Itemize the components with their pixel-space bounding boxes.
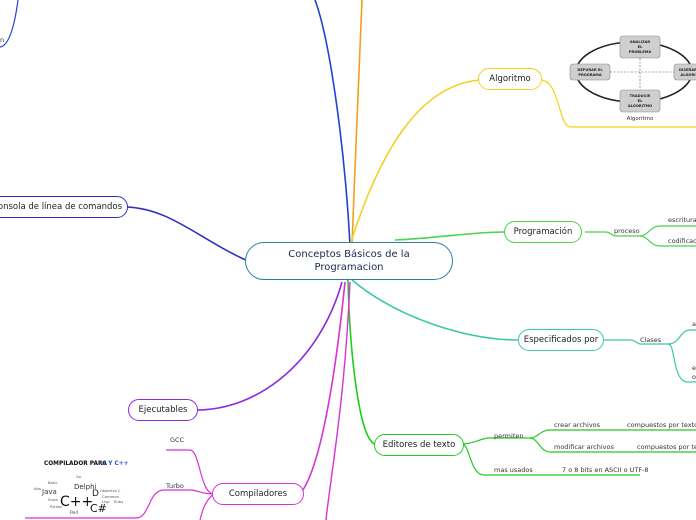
central-topic[interactable]: Conceptos Básicos de la Programacion bbox=[245, 242, 453, 280]
connector-algoritmo bbox=[349, 79, 481, 246]
connector-modificar bbox=[529, 437, 615, 453]
connector-codificacion bbox=[639, 235, 696, 247]
connector-ejecutables bbox=[195, 281, 343, 411]
connector-topleft bbox=[0, 0, 19, 48]
connector-clases bbox=[602, 339, 668, 345]
wordcloud-lisp: Lisp bbox=[102, 499, 110, 504]
diagram-analizar-line1: ANALIZAR bbox=[630, 40, 651, 44]
connector-top-blue bbox=[314, 0, 351, 246]
connector-consola bbox=[125, 206, 251, 263]
connector-especificados bbox=[351, 279, 519, 341]
label-codificacion[interactable]: codificacio bbox=[668, 237, 696, 245]
wordcloud-title-b: C Y C++ bbox=[102, 461, 129, 467]
top-left-fragment-label: n bbox=[0, 36, 5, 44]
label-clases[interactable]: Clases bbox=[640, 336, 662, 344]
label-escritura[interactable]: escritura bbox=[668, 216, 696, 224]
wordcloud-python: Python bbox=[50, 505, 62, 509]
diagram-analizar-line3: PROBLEMA bbox=[629, 50, 652, 54]
connector-turbo bbox=[164, 489, 215, 495]
connector-programacion bbox=[394, 231, 506, 241]
label-clases-a[interactable]: a bbox=[692, 320, 696, 328]
label-proceso[interactable]: proceso bbox=[614, 227, 640, 235]
label-mas-usados[interactable]: mas usados bbox=[494, 466, 533, 474]
wordcloud-objectivec: Objective-C bbox=[100, 489, 121, 493]
wordcloud-ruby: Ruby bbox=[114, 499, 124, 504]
connector-clases-e bbox=[667, 343, 696, 383]
connector-proceso bbox=[585, 231, 640, 237]
connector-masusados bbox=[461, 443, 538, 476]
connector-clases-a bbox=[667, 329, 696, 345]
label-clases-e[interactable]: e bbox=[692, 364, 696, 372]
label-gcc[interactable]: GCC bbox=[170, 436, 185, 444]
central-topic-line1: Conceptos Básicos de la bbox=[288, 249, 410, 260]
diagram-depurar-line1: DEPURAR EL bbox=[577, 68, 603, 72]
connector-bottom-purple bbox=[325, 281, 351, 520]
wordcloud-scala: Scala bbox=[48, 498, 58, 502]
label-ascii-utf8[interactable]: 7 o 8 bits en ASCII o UTF-8 bbox=[562, 466, 649, 474]
central-topic-line2: Programacion bbox=[314, 262, 384, 273]
wordcloud-ada: Ada bbox=[34, 487, 41, 491]
label-clases-o[interactable]: o bbox=[692, 373, 696, 381]
diagram-disenar-line1: DISEÑAR bbox=[679, 67, 696, 72]
label-compuestos-1[interactable]: compuestos por texto si bbox=[627, 421, 696, 429]
node-especificados-por[interactable]: Especificados por bbox=[518, 329, 604, 351]
diagram-traducir-line2: EL bbox=[638, 99, 643, 103]
diagram-caption: Algoritmo bbox=[627, 116, 654, 122]
wordcloud-basic: Basic bbox=[48, 481, 58, 485]
connector-editores bbox=[347, 279, 376, 445]
node-algoritmo[interactable]: Algoritmo bbox=[478, 68, 542, 90]
connector-algoritmo-image bbox=[539, 79, 696, 128]
label-crear-archivos[interactable]: crear archivos bbox=[554, 421, 601, 429]
wordcloud-title-a: COMPILADOR PARA bbox=[44, 461, 107, 467]
wordcloud-cpp: C++ bbox=[60, 494, 93, 510]
connector-compiladores bbox=[299, 281, 346, 495]
node-compiladores[interactable]: Compiladores bbox=[212, 483, 304, 505]
compiler-wordcloud-image: COMPILADOR PARA C Y C++ Delphi Java C++ … bbox=[34, 461, 129, 516]
diagram-traducir-line1: TRADUCIR bbox=[630, 94, 651, 98]
diagram-disenar-line2: ALGORI bbox=[680, 73, 695, 77]
wordcloud-perl: Perl bbox=[70, 510, 78, 516]
connector-top-orange bbox=[351, 0, 363, 246]
wordcloud-d: D bbox=[92, 489, 99, 499]
wordcloud-java: Java bbox=[41, 488, 57, 496]
node-programacion[interactable]: Programación bbox=[504, 221, 582, 243]
wordcloud-common: Common bbox=[102, 494, 120, 499]
diagram-traducir-line3: ALGORITMO bbox=[628, 104, 652, 108]
connector-permiten bbox=[461, 437, 530, 445]
connector-crear bbox=[529, 429, 615, 439]
diagram-depurar-line2: PROGRAMA bbox=[578, 73, 602, 77]
node-editores-de-texto[interactable]: Editores de texto bbox=[374, 434, 464, 456]
wordcloud-csharp: C# bbox=[90, 502, 107, 515]
connector-turbo-image bbox=[25, 489, 165, 519]
connector-compiladores-bottom bbox=[199, 493, 215, 520]
label-modificar-archivos[interactable]: modificar archivos bbox=[554, 443, 614, 451]
label-turbo[interactable]: Turbo bbox=[166, 482, 184, 490]
wordcloud-go: Go bbox=[76, 475, 81, 479]
label-permiten[interactable]: permiten bbox=[494, 432, 524, 440]
node-consola-linea-comandos[interactable]: Consola de línea de comandos bbox=[0, 196, 128, 218]
label-compuestos-2[interactable]: compuestos por text bbox=[637, 443, 696, 451]
algorithm-cycle-diagram: ANALIZAR EL PROBLEMA DEPURAR EL PROGRAMA… bbox=[569, 35, 696, 122]
node-ejecutables[interactable]: Ejecutables bbox=[128, 399, 198, 421]
wordcloud-delphi: Delphi bbox=[74, 483, 97, 491]
diagram-analizar-line2: EL bbox=[638, 45, 643, 49]
connector-escritura bbox=[639, 225, 696, 237]
connector-gcc bbox=[166, 449, 215, 495]
